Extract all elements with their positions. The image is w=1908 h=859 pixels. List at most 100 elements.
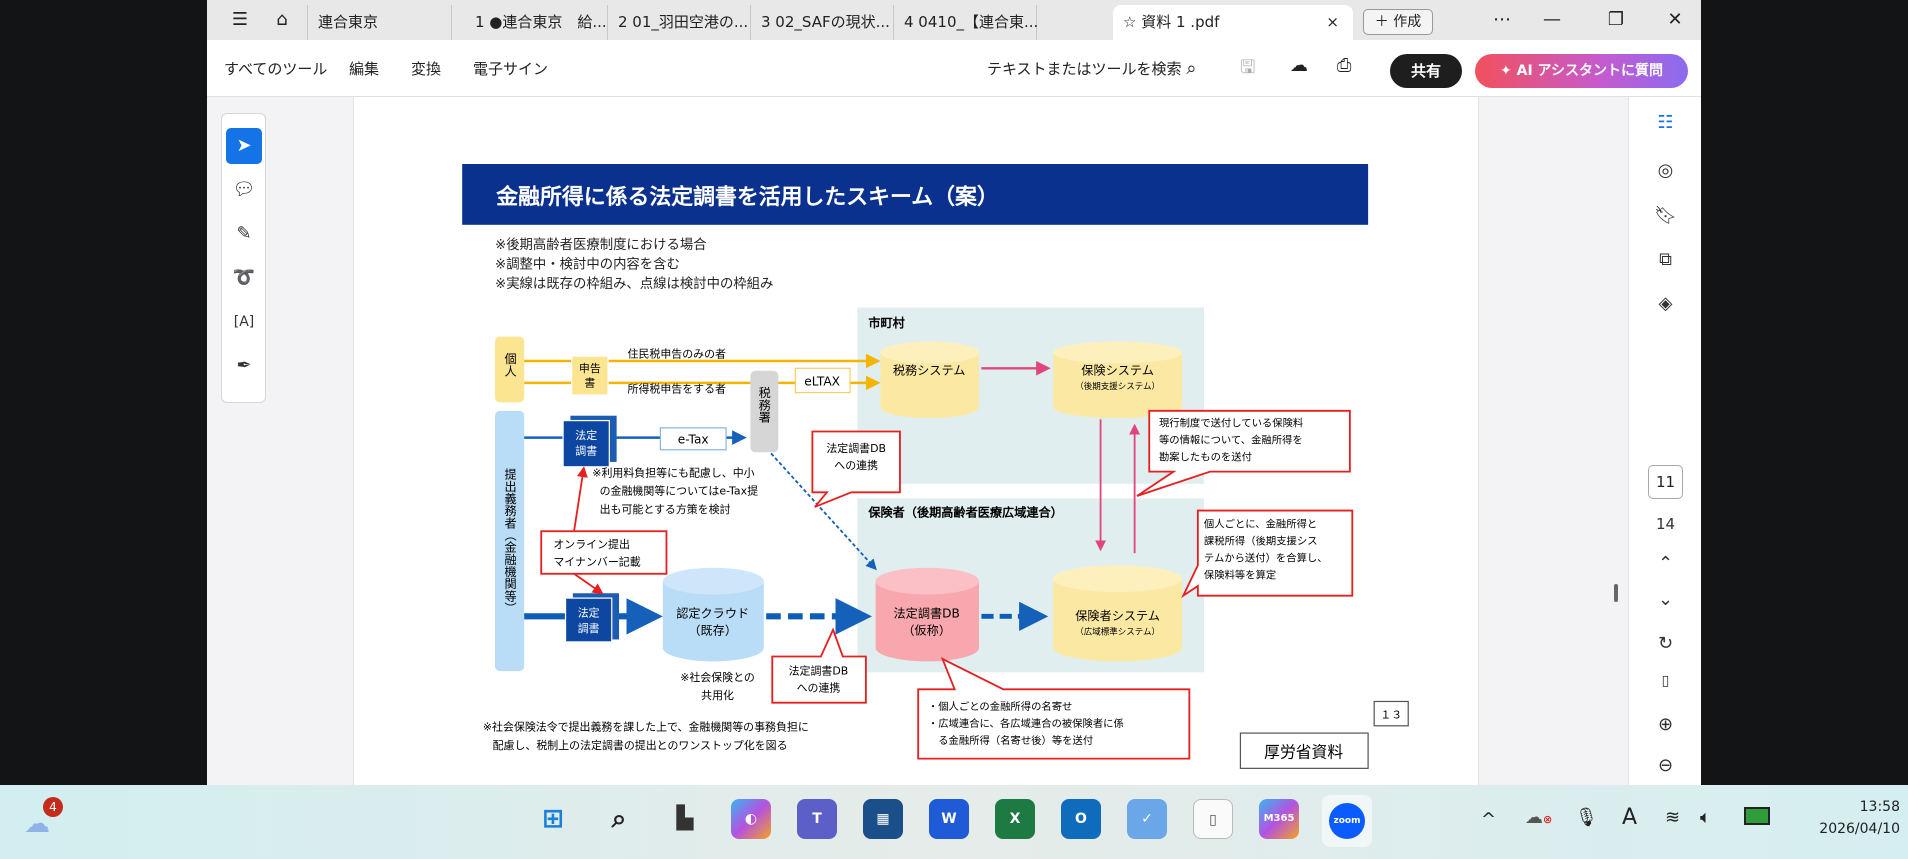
zoom-app-button[interactable]: zoom [1322, 795, 1372, 847]
ai-assistant-label: AI アシスタントに質問 [1516, 63, 1663, 79]
close-tab-icon[interactable]: × [1326, 13, 1339, 31]
ai-sparkle-icon: ✦ [1500, 63, 1517, 79]
layers-icon[interactable]: ◈ [1658, 293, 1673, 314]
cloud-label: （既存） [688, 624, 737, 638]
cloud-upload-icon[interactable]: ☁ [1290, 55, 1308, 76]
municipality-label: 市町村 [868, 315, 904, 330]
comment-tool-icon[interactable]: 💬︎ [232, 179, 256, 200]
text-select-tool-icon[interactable]: [A] [233, 314, 255, 330]
star-icon[interactable]: ☆ [1123, 13, 1142, 31]
store-icon[interactable]: ▦ [863, 799, 903, 839]
clock-time: 13:58 [1859, 799, 1900, 815]
db-label: 法定調書DB [894, 606, 960, 621]
zoom-in-icon[interactable]: ⊕ [1657, 714, 1674, 735]
name-matching-text: ・個人ごとの金融所得の名寄せ [928, 700, 1073, 713]
rotate-icon[interactable]: ↻ [1657, 633, 1674, 654]
current-system-text: 現行制度で送付している保険料 [1159, 417, 1303, 430]
m365-icon[interactable]: M365 [1259, 799, 1299, 839]
next-page-icon[interactable]: ⌄ [1657, 589, 1674, 610]
search-tools[interactable]: テキストまたはツールを検索 ⌕ [987, 58, 1196, 79]
name-matching-text: ・広域連合に、各広域連合の被保険者に係 [928, 717, 1124, 730]
share-button[interactable]: 共有 [1390, 54, 1462, 88]
income-tax-label: 所得税申告をする者 [628, 382, 726, 396]
certified-cloud-cylinder [662, 567, 764, 662]
outlook-icon[interactable]: O [1061, 799, 1101, 839]
tab-2[interactable]: 2 01_羽田空港の... [608, 5, 751, 40]
statutory-report-label: 調書 [578, 621, 600, 635]
statutory-report-label: 法定 [575, 428, 597, 442]
menu-icon[interactable]: ☰ [231, 9, 249, 30]
etax-note: ※利用料負担等にも配慮し、中小 [592, 466, 754, 480]
ime-icon[interactable]: A [1622, 805, 1638, 830]
sign-tool-icon[interactable]: ✒ [236, 355, 252, 376]
battery-icon[interactable] [1744, 807, 1770, 825]
excel-icon[interactable]: X [995, 799, 1035, 839]
task-view-icon[interactable]: ▙ [676, 806, 694, 831]
highlight-tool-icon[interactable]: ✎ [236, 223, 252, 244]
volume-icon[interactable]: 🔈︎ [1700, 807, 1711, 828]
teams-icon[interactable]: T [797, 799, 837, 839]
footer-note: 配慮し、税制上の法定調書の提出とのワンストップ化を図る [493, 738, 788, 752]
previous-page-icon[interactable]: ⌃ [1657, 553, 1674, 574]
scrollbar-thumb[interactable] [1614, 584, 1618, 602]
select-tool-icon[interactable]: ➤ [226, 128, 262, 164]
db-link-callout-bottom [771, 627, 867, 704]
current-system-text: 等の情報について、金融所得を [1159, 434, 1303, 447]
new-tab-button[interactable]: ＋ 作成 [1363, 9, 1433, 35]
menu-convert[interactable]: 変換 [411, 60, 442, 78]
start-icon[interactable]: ⊞ [542, 804, 564, 834]
tab-3[interactable]: 3 02_SAFの現状... [751, 5, 894, 40]
search-taskbar-icon[interactable]: ⌕ [611, 804, 627, 834]
draw-tool-icon[interactable]: ➰ [232, 267, 256, 288]
tab-home[interactable]: 連合東京 [307, 5, 452, 40]
zoom-out-icon[interactable]: ⊖ [1657, 755, 1674, 776]
menu-edit[interactable]: 編集 [349, 60, 380, 78]
word-icon[interactable]: W [929, 799, 969, 839]
search-icon: ⌕ [1186, 58, 1197, 79]
slide-page-number: １３ [1380, 708, 1402, 721]
tab-1[interactable]: 1 ●連合東京 給... [465, 5, 608, 40]
filer-label: 提出義務者（金融機関等） [503, 467, 517, 614]
menu-all-tools[interactable]: すべてのツール [224, 60, 328, 78]
current-system-callout [1136, 409, 1351, 497]
cloud-label: 認定クラウド [676, 606, 749, 621]
ai-assistant-button[interactable]: ✦ AI アシスタントに質問 [1475, 54, 1688, 88]
home-icon[interactable]: ⌂ [276, 9, 288, 30]
wifi-icon[interactable]: ≋ [1665, 807, 1681, 828]
bookmark-icon[interactable]: 🔖︎ [1654, 205, 1677, 226]
pages-icon[interactable]: ⧉ [1659, 249, 1672, 270]
onedrive-error-icon[interactable]: ☁⊗ [1525, 807, 1553, 828]
file-icon[interactable]: ▯ [1193, 799, 1233, 839]
ai-summary-icon[interactable]: ☷ [1657, 112, 1674, 133]
online-callout-text: マイナンバー記載 [553, 554, 640, 568]
minimize-icon[interactable]: — [1543, 9, 1561, 30]
microphone-icon[interactable]: 🎙︎ [1575, 807, 1598, 828]
page-number-box [1373, 700, 1409, 727]
name-matching-callout [917, 657, 1191, 760]
print-icon[interactable]: ⎙ [1337, 55, 1352, 76]
copilot-icon[interactable]: ◐ [731, 799, 771, 839]
tab-4[interactable]: 4 0410_【連合東... [894, 5, 1038, 40]
db-link-text: への連携 [834, 458, 878, 472]
show-hidden-icons[interactable]: ^ [1481, 809, 1497, 830]
new-tab-label: 作成 [1393, 14, 1422, 30]
eltax-label: eLTAX [804, 374, 840, 388]
clock[interactable]: 13:58 2026/04/10 [1800, 799, 1900, 837]
cloud-note: 共用化 [701, 688, 734, 702]
footer-note: ※社会保険法令で提出義務を課した上で、金融機関等の事務負担に [483, 720, 809, 734]
quick-tools-panel: ➤ 💬︎ ✎ ➰ [A] ✒ [221, 113, 266, 403]
tab-bar: ☰ ⌂ 連合東京 1 ●連合東京 給... 2 01_羽田空港の... 3 02… [207, 0, 1701, 40]
actual-size-icon[interactable]: ▯ [1661, 673, 1670, 689]
page-number-input[interactable]: 11 [1648, 465, 1683, 499]
online-callout [540, 530, 668, 575]
more-icon[interactable]: ⋯ [1493, 9, 1511, 30]
slide-title-bar [462, 164, 1369, 225]
close-window-icon[interactable]: ✕ [1667, 9, 1683, 30]
snipping-tool-icon[interactable]: ✓ [1127, 799, 1167, 839]
maximize-icon[interactable]: ❐ [1607, 9, 1625, 30]
tab-active[interactable]: ☆ 資料 1 .pdf × [1113, 5, 1353, 40]
tax-office-box [750, 370, 779, 453]
save-icon[interactable]: 🖫 [1240, 57, 1256, 78]
comments-icon[interactable]: ◎ [1657, 160, 1674, 181]
menu-e-sign[interactable]: 電子サイン [473, 60, 549, 78]
